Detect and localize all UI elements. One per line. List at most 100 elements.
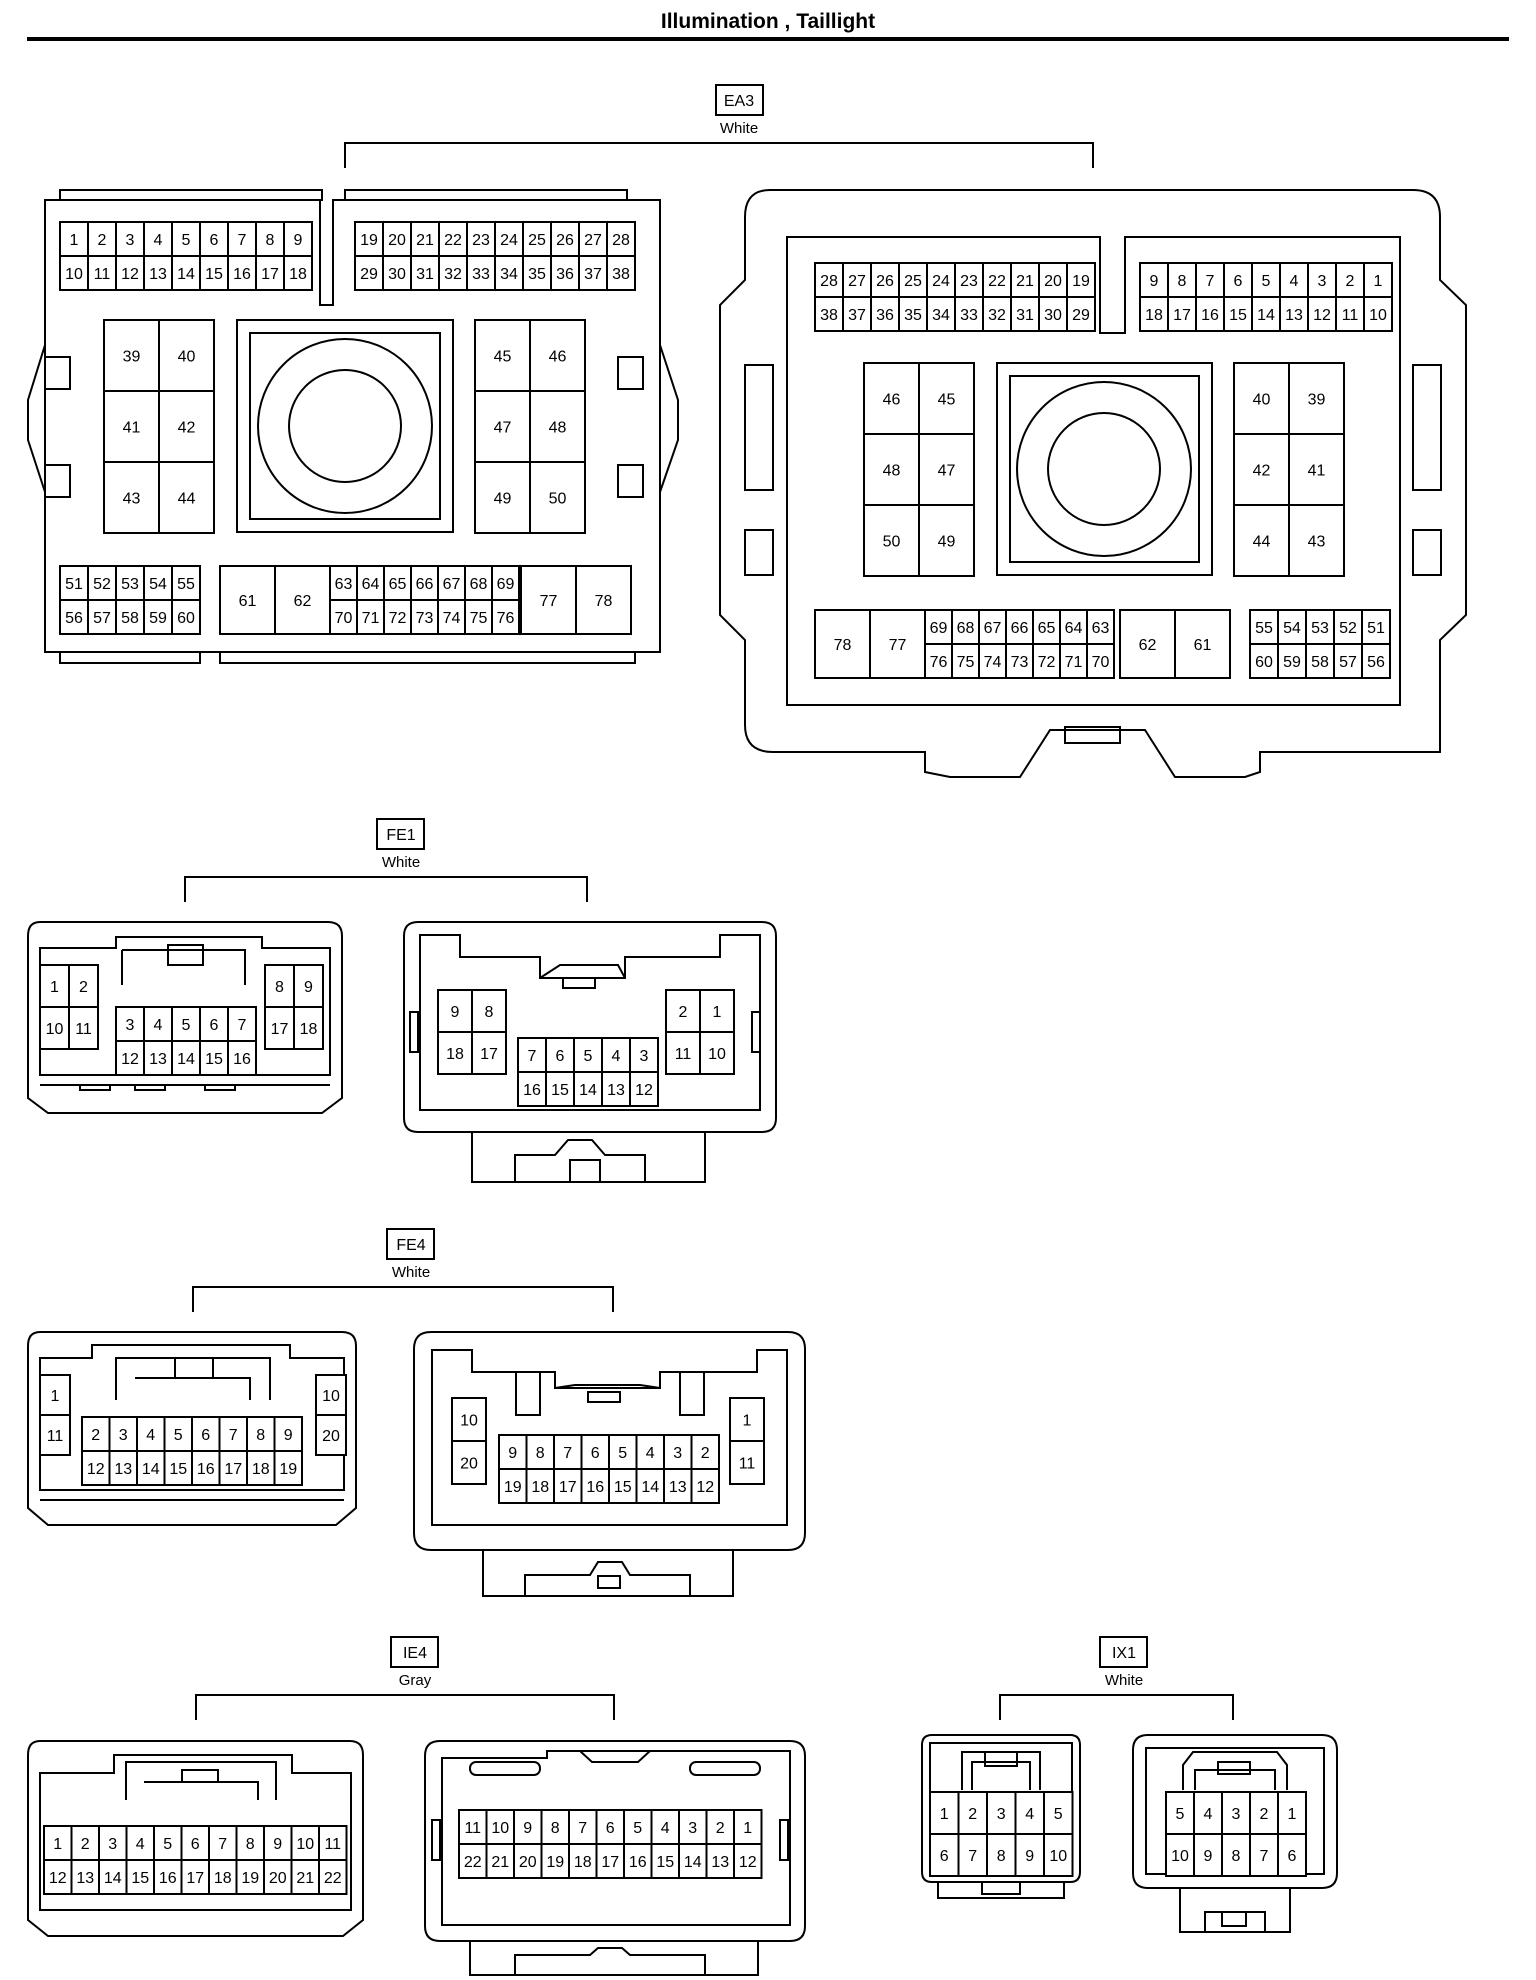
pin-number: 11 <box>75 1021 92 1038</box>
pin-number: 1 <box>70 232 79 249</box>
pin-number: 11 <box>739 1455 756 1472</box>
pin-cell <box>1277 1791 1307 1835</box>
pin-cell <box>1363 296 1393 332</box>
side-lock <box>617 356 644 390</box>
pin-cell <box>729 1397 765 1442</box>
pin-number: 32 <box>988 307 1006 324</box>
latch <box>122 949 246 985</box>
pin-cell <box>437 989 473 1033</box>
pin-number: 17 <box>480 1046 498 1063</box>
pin-cell <box>517 1071 547 1107</box>
pin-cell <box>595 1809 625 1845</box>
pin-number: 33 <box>472 266 490 283</box>
pin-number: 76 <box>497 610 515 627</box>
pin-number: 8 <box>256 1427 265 1444</box>
pin-number: 22 <box>324 1870 342 1887</box>
pin-number: 7 <box>238 232 247 249</box>
pin-cell <box>550 255 580 291</box>
center-boss <box>1016 381 1192 557</box>
latch <box>1179 1888 1291 1933</box>
pin-number: 13 <box>669 1479 687 1496</box>
pin-number: 15 <box>205 266 223 283</box>
pin-number: 14 <box>579 1082 597 1099</box>
pin-number: 10 <box>65 266 83 283</box>
pin-number: 6 <box>191 1836 200 1853</box>
page-title: Illumination , Taillight <box>660 10 876 33</box>
pin-number: 6 <box>210 232 219 249</box>
pin-number: 47 <box>494 419 512 436</box>
pin-cell <box>529 319 586 392</box>
pin-number: 12 <box>739 1854 757 1871</box>
latch-tab <box>1217 1761 1251 1775</box>
pin-number: 8 <box>246 1836 255 1853</box>
pin-cell <box>235 1859 265 1895</box>
connector-code: IE4 <box>403 1645 427 1662</box>
pin-number: 21 <box>296 1870 314 1887</box>
pin-cell <box>954 296 984 332</box>
pin-number: 16 <box>629 1854 647 1871</box>
pin-number: 5 <box>182 232 191 249</box>
pin-cell <box>315 1414 347 1456</box>
pin-number: 13 <box>76 1870 94 1887</box>
pin-cell <box>315 1374 347 1416</box>
latch <box>1182 1751 1288 1790</box>
pin-number: 3 <box>640 1048 649 1065</box>
pin-cell <box>59 255 89 291</box>
pin-cell <box>929 1833 960 1877</box>
pin-number: 5 <box>1176 1806 1185 1823</box>
housing-outline <box>27 1331 357 1526</box>
pin-cell <box>1086 643 1115 679</box>
pin-number: 10 <box>322 1388 340 1405</box>
latch <box>1204 1911 1266 1932</box>
pin-cell <box>842 262 872 298</box>
side-lock <box>27 344 46 493</box>
pin-number: 32 <box>444 266 462 283</box>
pin-cell <box>356 599 385 635</box>
connector-color: White <box>1105 1672 1143 1689</box>
pin-cell <box>39 1414 71 1456</box>
side-lock <box>744 529 774 576</box>
pin-cell <box>143 599 173 635</box>
pin-cell <box>382 255 412 291</box>
latch-slot <box>469 1761 541 1776</box>
pin-number: 56 <box>65 610 83 627</box>
pin-number: 64 <box>362 576 380 593</box>
connector-code: EA3 <box>724 93 754 110</box>
pin-number: 51 <box>1367 620 1385 637</box>
pin-number: 7 <box>578 1820 587 1837</box>
pin-number: 71 <box>1065 654 1083 671</box>
pin-number: 12 <box>87 1461 105 1478</box>
pin-cell <box>290 1859 320 1895</box>
pin-cell <box>1233 433 1290 506</box>
pin-number: 26 <box>556 232 574 249</box>
pin-number: 2 <box>1346 273 1355 290</box>
latch-tab <box>597 1575 621 1589</box>
latch <box>937 1882 1065 1899</box>
pin-number: 7 <box>528 1048 537 1065</box>
pin-cell <box>59 599 89 635</box>
pin-number: 6 <box>201 1427 210 1444</box>
pin-number: 24 <box>500 232 518 249</box>
pin-number: 69 <box>497 576 515 593</box>
pin-number: 11 <box>675 1046 692 1063</box>
pin-number: 25 <box>904 273 922 290</box>
pin-number: 27 <box>848 273 866 290</box>
housing-outline <box>424 1740 806 1942</box>
pin-number: 16 <box>233 266 251 283</box>
pin-number: 71 <box>362 610 380 627</box>
pin-number: 18 <box>446 1046 464 1063</box>
pin-number: 3 <box>1232 1806 1241 1823</box>
pin-number: 15 <box>169 1461 187 1478</box>
pin-cell <box>115 255 145 291</box>
pin-number: 9 <box>1025 1848 1034 1865</box>
pin-cell <box>103 461 160 534</box>
pin-cell <box>1086 609 1115 645</box>
pin-cell <box>814 296 844 332</box>
